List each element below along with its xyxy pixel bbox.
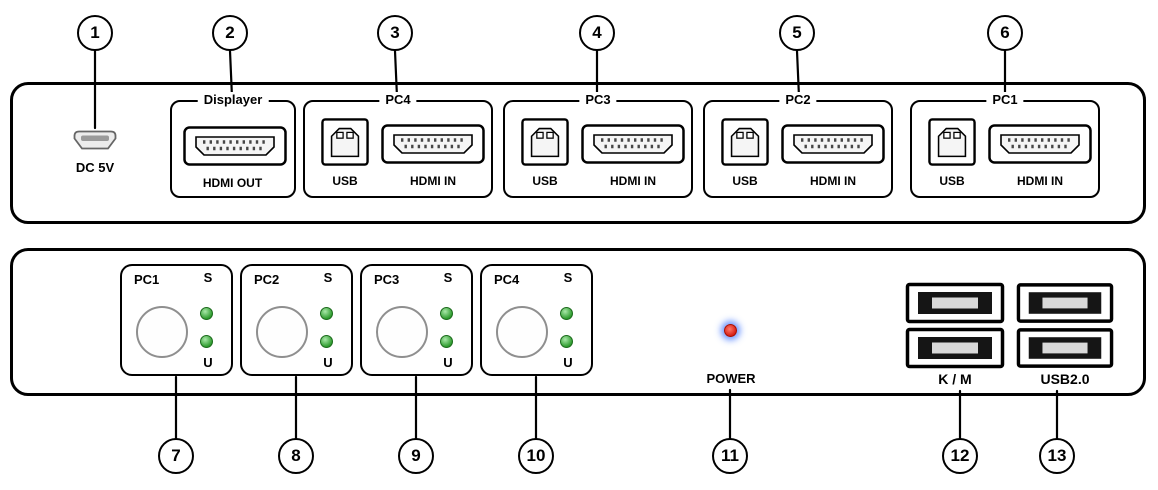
rear-pc3-group: PC3 USB HDMI IN xyxy=(503,92,693,198)
usb-b-port xyxy=(321,118,369,166)
usb-label: USB xyxy=(939,174,965,188)
led-s-label: S xyxy=(323,270,333,285)
rear-pc2-group: PC2 USB HDMI IN xyxy=(703,92,893,198)
callout-8: 8 xyxy=(278,438,314,474)
callout-3: 3 xyxy=(377,15,413,51)
micro-usb-power-port xyxy=(73,130,117,150)
callout-4: 4 xyxy=(579,15,615,51)
hdmi-out-label: HDMI OUT xyxy=(202,176,263,190)
usb-link-led xyxy=(320,335,333,348)
rear-pc2-title: PC2 xyxy=(779,92,817,107)
callout-5: 5 xyxy=(779,15,815,51)
selected-led xyxy=(560,307,573,320)
usb-b-port xyxy=(928,118,976,166)
display-group: Displayer HDMI OUT xyxy=(170,92,296,198)
callout-2: 2 xyxy=(212,15,248,51)
front-pc4-title: PC4 xyxy=(494,272,520,287)
hdmi-in-port xyxy=(381,124,485,164)
callout-7: 7 xyxy=(158,438,194,474)
rear-pc3-title: PC3 xyxy=(579,92,617,107)
hdmi-in-port xyxy=(781,124,885,164)
front-pc1-title: PC1 xyxy=(134,272,160,287)
usb-b-port xyxy=(721,118,769,166)
selected-led xyxy=(440,307,453,320)
led-s-label: S xyxy=(563,270,573,285)
pc4-select-button xyxy=(496,306,548,358)
usb20-label: USB2.0 xyxy=(1040,371,1090,387)
dc-5v-label: DC 5V xyxy=(75,160,115,175)
led-u-label: U xyxy=(563,355,573,370)
hdmi-out-port xyxy=(183,126,287,166)
front-pc2-title: PC2 xyxy=(254,272,280,287)
callout-6: 6 xyxy=(987,15,1023,51)
pc2-select-button xyxy=(256,306,308,358)
usb-label: USB xyxy=(332,174,358,188)
callout-1: 1 xyxy=(77,15,113,51)
led-s-label: S xyxy=(203,270,213,285)
led-u-label: U xyxy=(323,355,333,370)
usb-link-led xyxy=(200,335,213,348)
km-label: K / M xyxy=(938,371,972,387)
hdmi-in-port xyxy=(988,124,1092,164)
usb-label: USB xyxy=(532,174,558,188)
selected-led xyxy=(320,307,333,320)
callout-9: 9 xyxy=(398,438,434,474)
usb-label: USB xyxy=(732,174,758,188)
front-pc3-title: PC3 xyxy=(374,272,400,287)
selected-led xyxy=(200,307,213,320)
led-u-label: U xyxy=(203,355,213,370)
callout-11: 11 xyxy=(712,438,748,474)
front-panel xyxy=(10,248,1146,396)
usb20-port-bottom xyxy=(1016,327,1114,369)
usb-link-led xyxy=(440,335,453,348)
power-led xyxy=(724,324,737,337)
callout-13: 13 xyxy=(1039,438,1075,474)
rear-panel xyxy=(10,82,1146,224)
pc1-select-button xyxy=(136,306,188,358)
hdmi-in-label: HDMI IN xyxy=(810,174,856,188)
led-s-label: S xyxy=(443,270,453,285)
usb-link-led xyxy=(560,335,573,348)
hdmi-in-label: HDMI IN xyxy=(610,174,656,188)
km-usb-port-top xyxy=(904,282,1006,324)
callout-12: 12 xyxy=(942,438,978,474)
usb20-port-top xyxy=(1016,282,1114,324)
front-pc2-group: PC2 S U xyxy=(240,264,353,376)
front-pc1-group: PC1 S U xyxy=(120,264,233,376)
usb-b-port xyxy=(521,118,569,166)
hdmi-in-label: HDMI IN xyxy=(1017,174,1063,188)
hdmi-in-label: HDMI IN xyxy=(410,174,456,188)
front-pc3-group: PC3 S U xyxy=(360,264,473,376)
rear-pc1-group: PC1 USB HDMI IN xyxy=(910,92,1100,198)
callout-10: 10 xyxy=(518,438,554,474)
rear-pc1-title: PC1 xyxy=(986,92,1024,107)
led-u-label: U xyxy=(443,355,453,370)
rear-pc4-group: PC4 USB HDMI IN xyxy=(303,92,493,198)
front-pc4-group: PC4 S U xyxy=(480,264,593,376)
hdmi-in-port xyxy=(581,124,685,164)
power-label: POWER xyxy=(706,371,756,386)
display-group-title: Displayer xyxy=(197,92,269,107)
km-usb-port-bottom xyxy=(904,327,1006,369)
rear-pc4-title: PC4 xyxy=(379,92,417,107)
pc3-select-button xyxy=(376,306,428,358)
